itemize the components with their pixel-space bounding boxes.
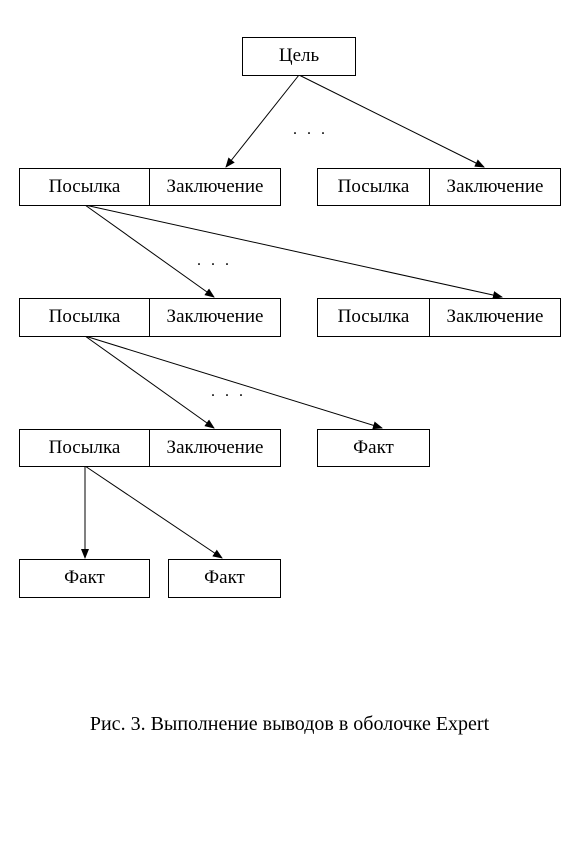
rule-3-premise: Посылка	[19, 298, 150, 337]
arrow-rule3-to-fact	[84, 335, 383, 430]
figure-caption: Рис. 3. Выполнение выводов в оболочке Ex…	[89, 713, 490, 735]
arrow-goal-to-rule-2	[298, 74, 485, 168]
goal-box: Цель	[242, 37, 356, 76]
arrow-rule3-to-rule5	[84, 335, 215, 429]
arrow-rule5-to-fact-2	[84, 465, 223, 559]
rule-1-conclusion: Заключение	[149, 168, 281, 206]
fact-box-level-4-2: Факт	[168, 559, 281, 598]
fact-box-level-3: Факт	[317, 429, 430, 467]
rule-2-premise: Посылка	[317, 168, 430, 206]
arrow-rule1-to-rule3	[84, 204, 215, 298]
rule-3-conclusion: Заключение	[149, 298, 281, 337]
rule-5-premise: Посылка	[19, 429, 150, 467]
ellipsis-level-2: . . .	[197, 252, 232, 269]
rule-1-premise: Посылка	[19, 168, 150, 206]
ellipsis-level-1: . . .	[293, 121, 328, 138]
arrow-rule1-to-rule4	[84, 204, 503, 299]
rule-4-conclusion: Заключение	[429, 298, 561, 337]
rule-5-conclusion: Заключение	[149, 429, 281, 467]
fact-box-level-4-1: Факт	[19, 559, 150, 598]
ellipsis-level-3: . . .	[211, 383, 246, 400]
rule-2-conclusion: Заключение	[429, 168, 561, 206]
rule-4-premise: Посылка	[317, 298, 430, 337]
arrow-goal-to-rule-1	[225, 74, 300, 168]
